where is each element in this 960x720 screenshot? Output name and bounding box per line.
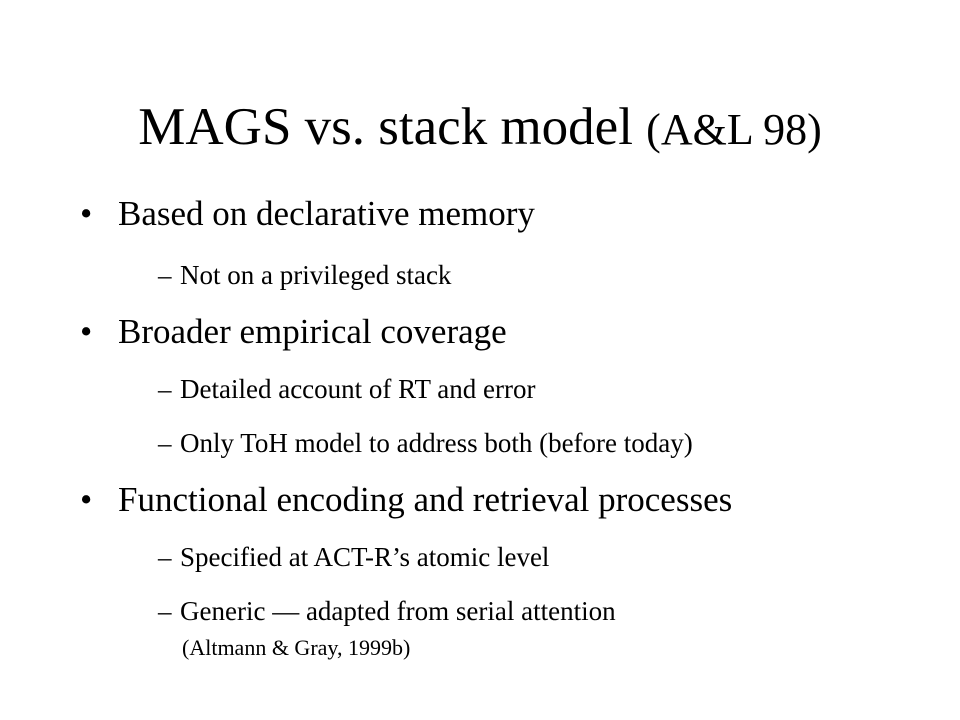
bullet-marker: • <box>80 480 93 519</box>
dash-marker: – <box>158 542 172 572</box>
sub-bullet-item: –Specified at ACT-R’s atomic level <box>158 540 549 574</box>
bullet-text: Broader empirical coverage <box>118 312 507 351</box>
bullet-item: • Broader empirical coverage <box>80 310 507 354</box>
sub-bullet-text: Only ToH model to address both (before t… <box>180 428 693 458</box>
sub-bullet-item: –Not on a privileged stack <box>158 258 451 292</box>
sub-bullet-item: –Generic — adapted from serial attention <box>158 594 616 628</box>
bullet-item: • Functional encoding and retrieval proce… <box>80 478 732 522</box>
sub-bullet-text: Detailed account of RT and error <box>180 374 536 404</box>
slide-title: MAGS vs. stack model (A&L 98) <box>0 92 960 165</box>
bullet-marker: • <box>80 312 93 351</box>
dash-marker: – <box>158 596 172 626</box>
sub-bullet-text: Generic — adapted from serial attention <box>180 596 616 626</box>
bullet-text: Functional encoding and retrieval proces… <box>118 480 733 519</box>
title-citation: (A&L 98) <box>646 105 822 154</box>
title-main: MAGS vs. stack model <box>138 98 633 156</box>
sub-bullet-text: Not on a privileged stack <box>180 260 452 290</box>
citation-text: (Altmann & Gray, 1999b) <box>182 635 411 660</box>
sub-bullet-text: Specified at ACT-R’s atomic level <box>180 542 550 572</box>
dash-marker: – <box>158 260 172 290</box>
bullet-text: Based on declarative memory <box>118 194 535 233</box>
bullet-item: • Based on declarative memory <box>80 192 535 236</box>
dash-marker: – <box>158 374 172 404</box>
sub-bullet-item: –Only ToH model to address both (before … <box>158 426 693 460</box>
sub-bullet-item: –Detailed account of RT and error <box>158 372 535 406</box>
bullet-marker: • <box>80 194 93 233</box>
dash-marker: – <box>158 428 172 458</box>
